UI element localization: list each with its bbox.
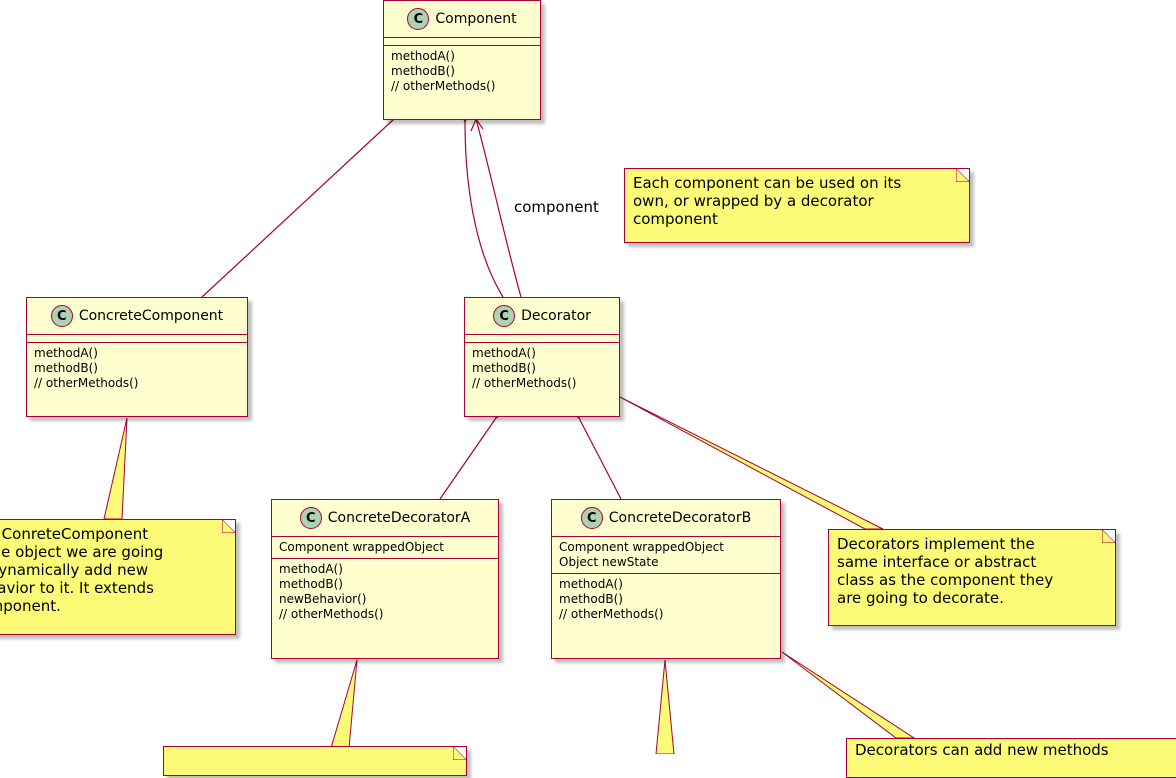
fields-section	[384, 38, 540, 46]
method: methodA()	[559, 577, 623, 591]
decorator-a-note-connector	[330, 659, 358, 749]
note-line: The ConreteComponent	[0, 525, 149, 543]
class-header: C ConcreteComponent	[27, 298, 247, 335]
method: // otherMethods()	[279, 607, 384, 621]
decorator-b-note-connector	[655, 659, 675, 754]
note-line: own, or wrapped by a decorator	[633, 192, 874, 210]
note-line: class as the component they	[837, 571, 1054, 589]
note-fold-icon	[956, 169, 969, 182]
class-header: C ConcreteDecoratorB	[552, 500, 780, 537]
note-fold-icon	[222, 520, 235, 533]
class-name: Decorator	[521, 308, 591, 324]
method: methodA()	[279, 562, 343, 576]
method: methodA()	[34, 346, 98, 360]
concrete-component-class[interactable]: C ConcreteComponent methodA() methodB() …	[26, 297, 248, 417]
association-label: component	[514, 198, 599, 216]
class-stereotype-badge: C	[493, 305, 516, 327]
concrete-decorator-b-class[interactable]: C ConcreteDecoratorB Component wrappedOb…	[551, 499, 781, 659]
decorator-a-generalization-edge	[439, 418, 496, 500]
class-name: ConcreteComponent	[78, 308, 224, 324]
note-line: same interface or abstract	[837, 553, 1037, 571]
method: methodB()	[391, 64, 455, 78]
method: methodA()	[391, 49, 455, 63]
field: Object newState	[559, 555, 659, 569]
method: methodB()	[472, 361, 536, 375]
note-line: Decorators implement the	[837, 535, 1035, 553]
note-fold-icon	[453, 747, 466, 760]
method: methodA()	[472, 346, 536, 360]
decorator-class[interactable]: C Decorator methodA() methodB() // other…	[464, 297, 620, 417]
decorator-b-generalization-edge	[579, 418, 622, 500]
note-fold-icon	[1102, 530, 1115, 543]
new-methods-note: Decorators can add new methods	[846, 738, 1176, 778]
decorator-association-edge	[475, 118, 522, 298]
component-class[interactable]: C Component methodA() methodB() // other…	[383, 0, 541, 120]
note-line: Decorators can add new methods	[855, 741, 1109, 759]
decorator-note: Decorators implement the same interface …	[828, 529, 1116, 626]
class-stereotype-badge: C	[50, 305, 73, 327]
note-line: behavior to it. It extends	[0, 579, 154, 597]
method: // otherMethods()	[34, 376, 139, 390]
methods-section: methodA() methodB() // otherMethods()	[384, 46, 540, 97]
fields-section	[27, 335, 247, 343]
concrete-component-generalization-edge	[201, 119, 394, 298]
class-name: ConcreteDecoratorA	[327, 510, 471, 526]
class-header: C ConcreteDecoratorA	[272, 500, 498, 537]
concrete-decorator-a-class[interactable]: C ConcreteDecoratorA Component wrappedOb…	[271, 499, 499, 659]
method: methodB()	[279, 577, 343, 591]
method: // otherMethods()	[391, 79, 496, 93]
class-stereotype-badge: C	[580, 507, 603, 529]
fields-section: Component wrappedObject Object newState	[552, 537, 780, 574]
fields-section	[465, 335, 619, 343]
association-arrowhead	[470, 117, 484, 132]
new-methods-note-connector	[781, 651, 916, 739]
note-line: are going to decorate.	[837, 589, 1004, 607]
concrete-component-note-connector	[103, 417, 128, 520]
concrete-component-note: The ConreteComponent is the object we ar…	[0, 519, 236, 635]
note-line: to dynamically add new	[0, 561, 149, 579]
decorator-generalization-edge	[465, 122, 504, 298]
note-line: component	[633, 210, 718, 228]
method: // otherMethods()	[559, 607, 664, 621]
method: newBehavior()	[279, 592, 367, 606]
class-stereotype-badge: C	[407, 8, 430, 30]
note-line: is the object we are going	[0, 543, 164, 561]
methods-section: methodA() methodB() // otherMethods()	[552, 574, 780, 625]
methods-section: methodA() methodB() // otherMethods()	[465, 343, 619, 394]
class-header: C Component	[384, 1, 540, 38]
field: Component wrappedObject	[279, 540, 444, 554]
method: // otherMethods()	[472, 376, 577, 390]
class-stereotype-badge: C	[299, 507, 322, 529]
class-header: C Decorator	[465, 298, 619, 335]
method: methodB()	[559, 592, 623, 606]
class-name: ConcreteDecoratorB	[608, 510, 752, 526]
note-line: Each component can be used on its	[633, 174, 902, 192]
fields-section: Component wrappedObject	[272, 537, 498, 559]
methods-section: methodA() methodB() newBehavior() // oth…	[272, 559, 498, 625]
note-line: Component.	[0, 597, 61, 615]
method: methodB()	[34, 361, 98, 375]
field: Component wrappedObject	[559, 540, 724, 554]
class-name: Component	[435, 11, 517, 27]
methods-section: methodA() methodB() // otherMethods()	[27, 343, 247, 394]
component-note: Each component can be used on its own, o…	[624, 168, 970, 243]
decorator-a-note	[163, 746, 467, 776]
relationship-edges	[103, 0, 916, 754]
